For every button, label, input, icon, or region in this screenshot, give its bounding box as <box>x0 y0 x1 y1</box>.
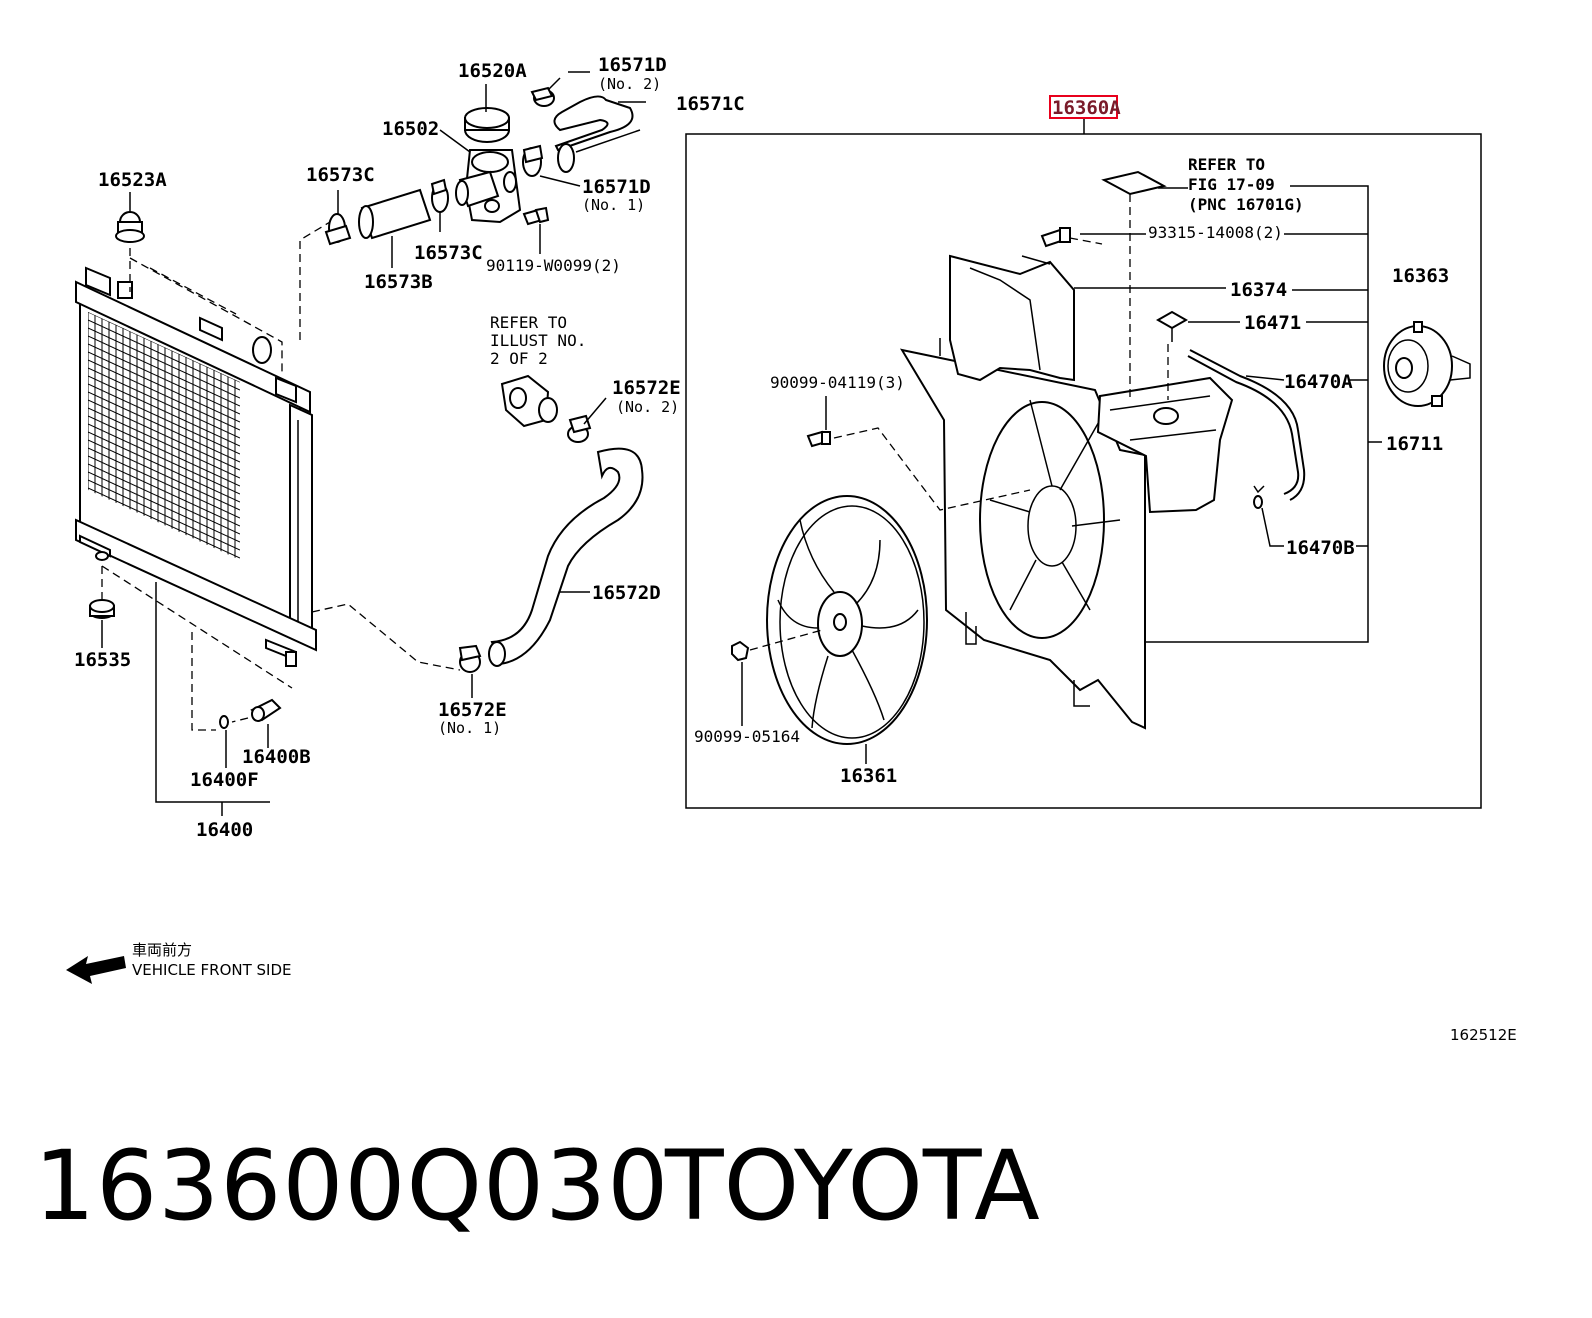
hose-16573B[interactable] <box>358 188 432 240</box>
label-16571D-no2[interactable]: 16571D <box>598 54 667 76</box>
label-16470B[interactable]: 16470B <box>1286 537 1355 559</box>
water-outlet-16502[interactable] <box>455 149 522 224</box>
radiator-dashed-guides <box>101 221 461 731</box>
refer-fig-line2: FIG 17-09 <box>1188 175 1275 194</box>
assembly-16360A-highlight[interactable] <box>1049 95 1118 119</box>
label-16572D[interactable]: 16572D <box>592 582 661 604</box>
label-90099-04119[interactable]: 90099-04119(3) <box>770 373 905 392</box>
caution-label-plate[interactable] <box>1101 170 1167 196</box>
cooling-fan-16361[interactable] <box>766 495 928 745</box>
label-16571D-no1-sub: (No. 1) <box>582 196 645 214</box>
vehicle-front-arrow-icon <box>66 956 126 984</box>
direction-label-en: VEHICLE FRONT SIDE <box>132 961 292 979</box>
label-16400B[interactable]: 16400B <box>242 746 311 768</box>
fan-shroud-16711[interactable] <box>899 338 1146 730</box>
bolt-90099-04119[interactable] <box>806 430 831 448</box>
label-16523A[interactable]: 16523A <box>98 169 167 191</box>
refer-illust-line1: REFER TO <box>490 313 567 332</box>
bolt-93315-14008[interactable] <box>1040 227 1071 248</box>
hose-clamp-16572E-no2[interactable] <box>567 414 592 443</box>
hose-16571C[interactable] <box>553 95 641 173</box>
label-16363[interactable]: 16363 <box>1392 265 1449 287</box>
hose-clamp-16572E-no1[interactable] <box>458 644 482 673</box>
direction-label-jp: 車両前方 <box>132 941 192 959</box>
label-16572E-no1[interactable]: 16572E <box>438 699 507 721</box>
label-16571D-no1[interactable]: 16571D <box>582 176 651 198</box>
hose-clamp-16573C-a[interactable] <box>324 213 352 246</box>
label-16573B[interactable]: 16573B <box>364 271 433 293</box>
label-16400[interactable]: 16400 <box>196 819 253 841</box>
clamp-16470B[interactable] <box>1253 485 1265 509</box>
label-16361[interactable]: 16361 <box>840 765 897 787</box>
label-16571C[interactable]: 16571C <box>676 93 745 115</box>
label-16571D-no2-sub: (No. 2) <box>598 75 661 93</box>
label-16572E-no2[interactable]: 16572E <box>612 377 681 399</box>
reserve-tank[interactable] <box>1096 376 1234 514</box>
drain-cock-plug-16400B[interactable] <box>250 698 282 722</box>
radiator-cap-16520A[interactable] <box>464 107 510 143</box>
label-16711[interactable]: 16711 <box>1386 433 1443 455</box>
figure-id: 162512E <box>1450 1026 1517 1044</box>
bolt-90119-W0099[interactable] <box>522 206 550 226</box>
label-16470A[interactable]: 16470A <box>1284 371 1353 393</box>
refer-illust-line2: ILLUST NO. <box>490 331 586 350</box>
label-16535[interactable]: 16535 <box>74 649 131 671</box>
label-16520A[interactable]: 16520A <box>458 60 527 82</box>
drain-cock-gasket-16400F[interactable] <box>219 715 229 729</box>
left-leader-lines <box>101 71 646 816</box>
label-16471[interactable]: 16471 <box>1244 312 1301 334</box>
label-90119-W0099[interactable]: 90119-W0099(2) <box>486 256 621 275</box>
label-16573C-b[interactable]: 16573C <box>414 242 483 264</box>
nut-90099-05164[interactable] <box>731 640 750 662</box>
radiator-support-cushion-16535[interactable] <box>89 599 115 619</box>
label-16502[interactable]: 16502 <box>382 118 439 140</box>
water-inlet-ref[interactable] <box>500 374 558 428</box>
clip-16471[interactable] <box>1155 310 1189 342</box>
hose-clamp-16571D-no2[interactable] <box>530 86 555 107</box>
label-16374[interactable]: 16374 <box>1230 279 1287 301</box>
fan-motor-16363[interactable] <box>1383 321 1471 407</box>
hose-clamp-16573C-b[interactable] <box>430 178 449 213</box>
label-16573C-a[interactable]: 16573C <box>306 164 375 186</box>
label-16360A[interactable]: 16360A <box>1052 97 1121 119</box>
brand-name: TOYOTA <box>665 1130 1040 1242</box>
part-number-title: 163600Q030 <box>34 1130 670 1242</box>
radiator-cap-16523A[interactable] <box>115 211 145 243</box>
label-90099-05164[interactable]: 90099-05164 <box>694 727 800 746</box>
right-leader-lines <box>741 185 1382 764</box>
label-16400F[interactable]: 16400F <box>190 769 259 791</box>
label-93315-14008[interactable]: 93315-14008(2) <box>1148 223 1283 242</box>
hose-clamp-16571D-no1[interactable] <box>522 144 544 177</box>
radiator-assembly <box>75 266 317 667</box>
label-16572E-no1-sub: (No. 1) <box>438 719 501 737</box>
label-16572E-no2-sub: (No. 2) <box>616 398 679 416</box>
shroud-upper-16374[interactable] <box>949 254 1075 382</box>
refer-fig-line3: (PNC 16701G) <box>1188 195 1304 214</box>
refer-illust-line3: 2 OF 2 <box>490 349 548 368</box>
overflow-hose-16470A[interactable] <box>1187 349 1306 501</box>
refer-fig-line1: REFER TO <box>1188 155 1265 174</box>
hose-16572D[interactable] <box>488 447 644 667</box>
